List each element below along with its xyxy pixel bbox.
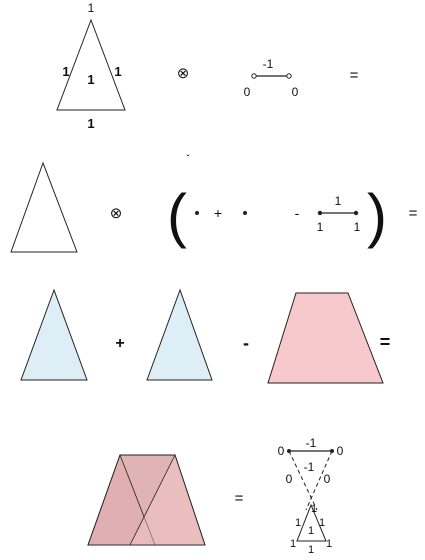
segment-edge-weight: -1 [263, 57, 274, 71]
small-triangle-bottom-left-weight: 1 [290, 538, 296, 550]
row-3: + - = [20, 288, 391, 384]
segment-right-weight: 1 [354, 220, 361, 234]
equals-sign: = [409, 205, 418, 222]
pink-trapezoid [267, 292, 384, 384]
segment-right-vertex [286, 73, 292, 79]
mid-right-weight: 0 [324, 472, 331, 486]
mid-left-weight: 0 [286, 472, 293, 486]
segment-edge-weight: 1 [335, 194, 342, 208]
minus-sign: - [243, 333, 249, 353]
left-triangle-overlay [87, 453, 156, 546]
small-triangle-right-weight: 1 [319, 517, 325, 529]
equals-sign: = [350, 67, 359, 84]
segment-right-vertex [353, 210, 359, 216]
top-left-weight: 0 [278, 444, 285, 458]
right-edge-weight: 1 [114, 64, 121, 79]
left-edge-weight: 1 [62, 64, 69, 79]
row-4: = 0 -1 0 0 -1 0 1 1 1 1 1 1 1 [87, 436, 344, 556]
blue-triangle [20, 288, 88, 381]
close-parenthesis: ) [367, 182, 387, 249]
apex-weight: 1 [88, 1, 95, 15]
small-triangle-bottom-weight: 1 [308, 544, 314, 556]
small-triangle-center-weight: 1 [308, 525, 314, 537]
weighted-triangle [56, 18, 126, 111]
point-vertex [195, 211, 199, 215]
top-right-weight: 0 [337, 444, 344, 458]
small-mark: ˇ [186, 153, 190, 165]
segment-left-weight: 1 [317, 220, 324, 234]
top-edge-weight: -1 [306, 436, 317, 450]
dashed-right-connector [305, 450, 333, 511]
minus-sign: - [295, 205, 300, 221]
open-parenthesis: ( [167, 182, 187, 249]
plain-triangle [10, 161, 78, 253]
tensor-symbol: ⊗ [177, 65, 190, 82]
segment-left-weight: 0 [244, 85, 251, 99]
segment-left-vertex [317, 210, 323, 216]
small-triangle [296, 503, 327, 542]
equals-sign: = [235, 490, 244, 507]
equals-sign: = [380, 332, 391, 352]
mid-edge-weight: -1 [304, 460, 315, 474]
row-1: 1 1 1 1 1 ⊗ -1 0 0 = [56, 1, 359, 131]
point-vertex [243, 211, 247, 215]
small-triangle-left-weight: 1 [295, 517, 301, 529]
right-triangle-overlay [129, 453, 206, 546]
dashed-left-connector [288, 450, 318, 511]
plus-sign: + [214, 205, 222, 221]
blue-triangle [146, 288, 213, 381]
segment-right-weight: 0 [292, 85, 299, 99]
small-triangle-bottom-right-weight: 1 [326, 538, 332, 550]
plus-sign: + [115, 335, 124, 352]
row-2: ˇ ⊗ ( + - 1 1 1 ) = [10, 153, 418, 253]
segment-left-vertex [251, 73, 257, 79]
small-triangle-apex-weight: 1 [311, 503, 317, 515]
center-weight: 1 [87, 72, 94, 87]
bottom-edge-weight: 1 [87, 116, 94, 131]
tensor-symbol: ⊗ [110, 205, 123, 222]
